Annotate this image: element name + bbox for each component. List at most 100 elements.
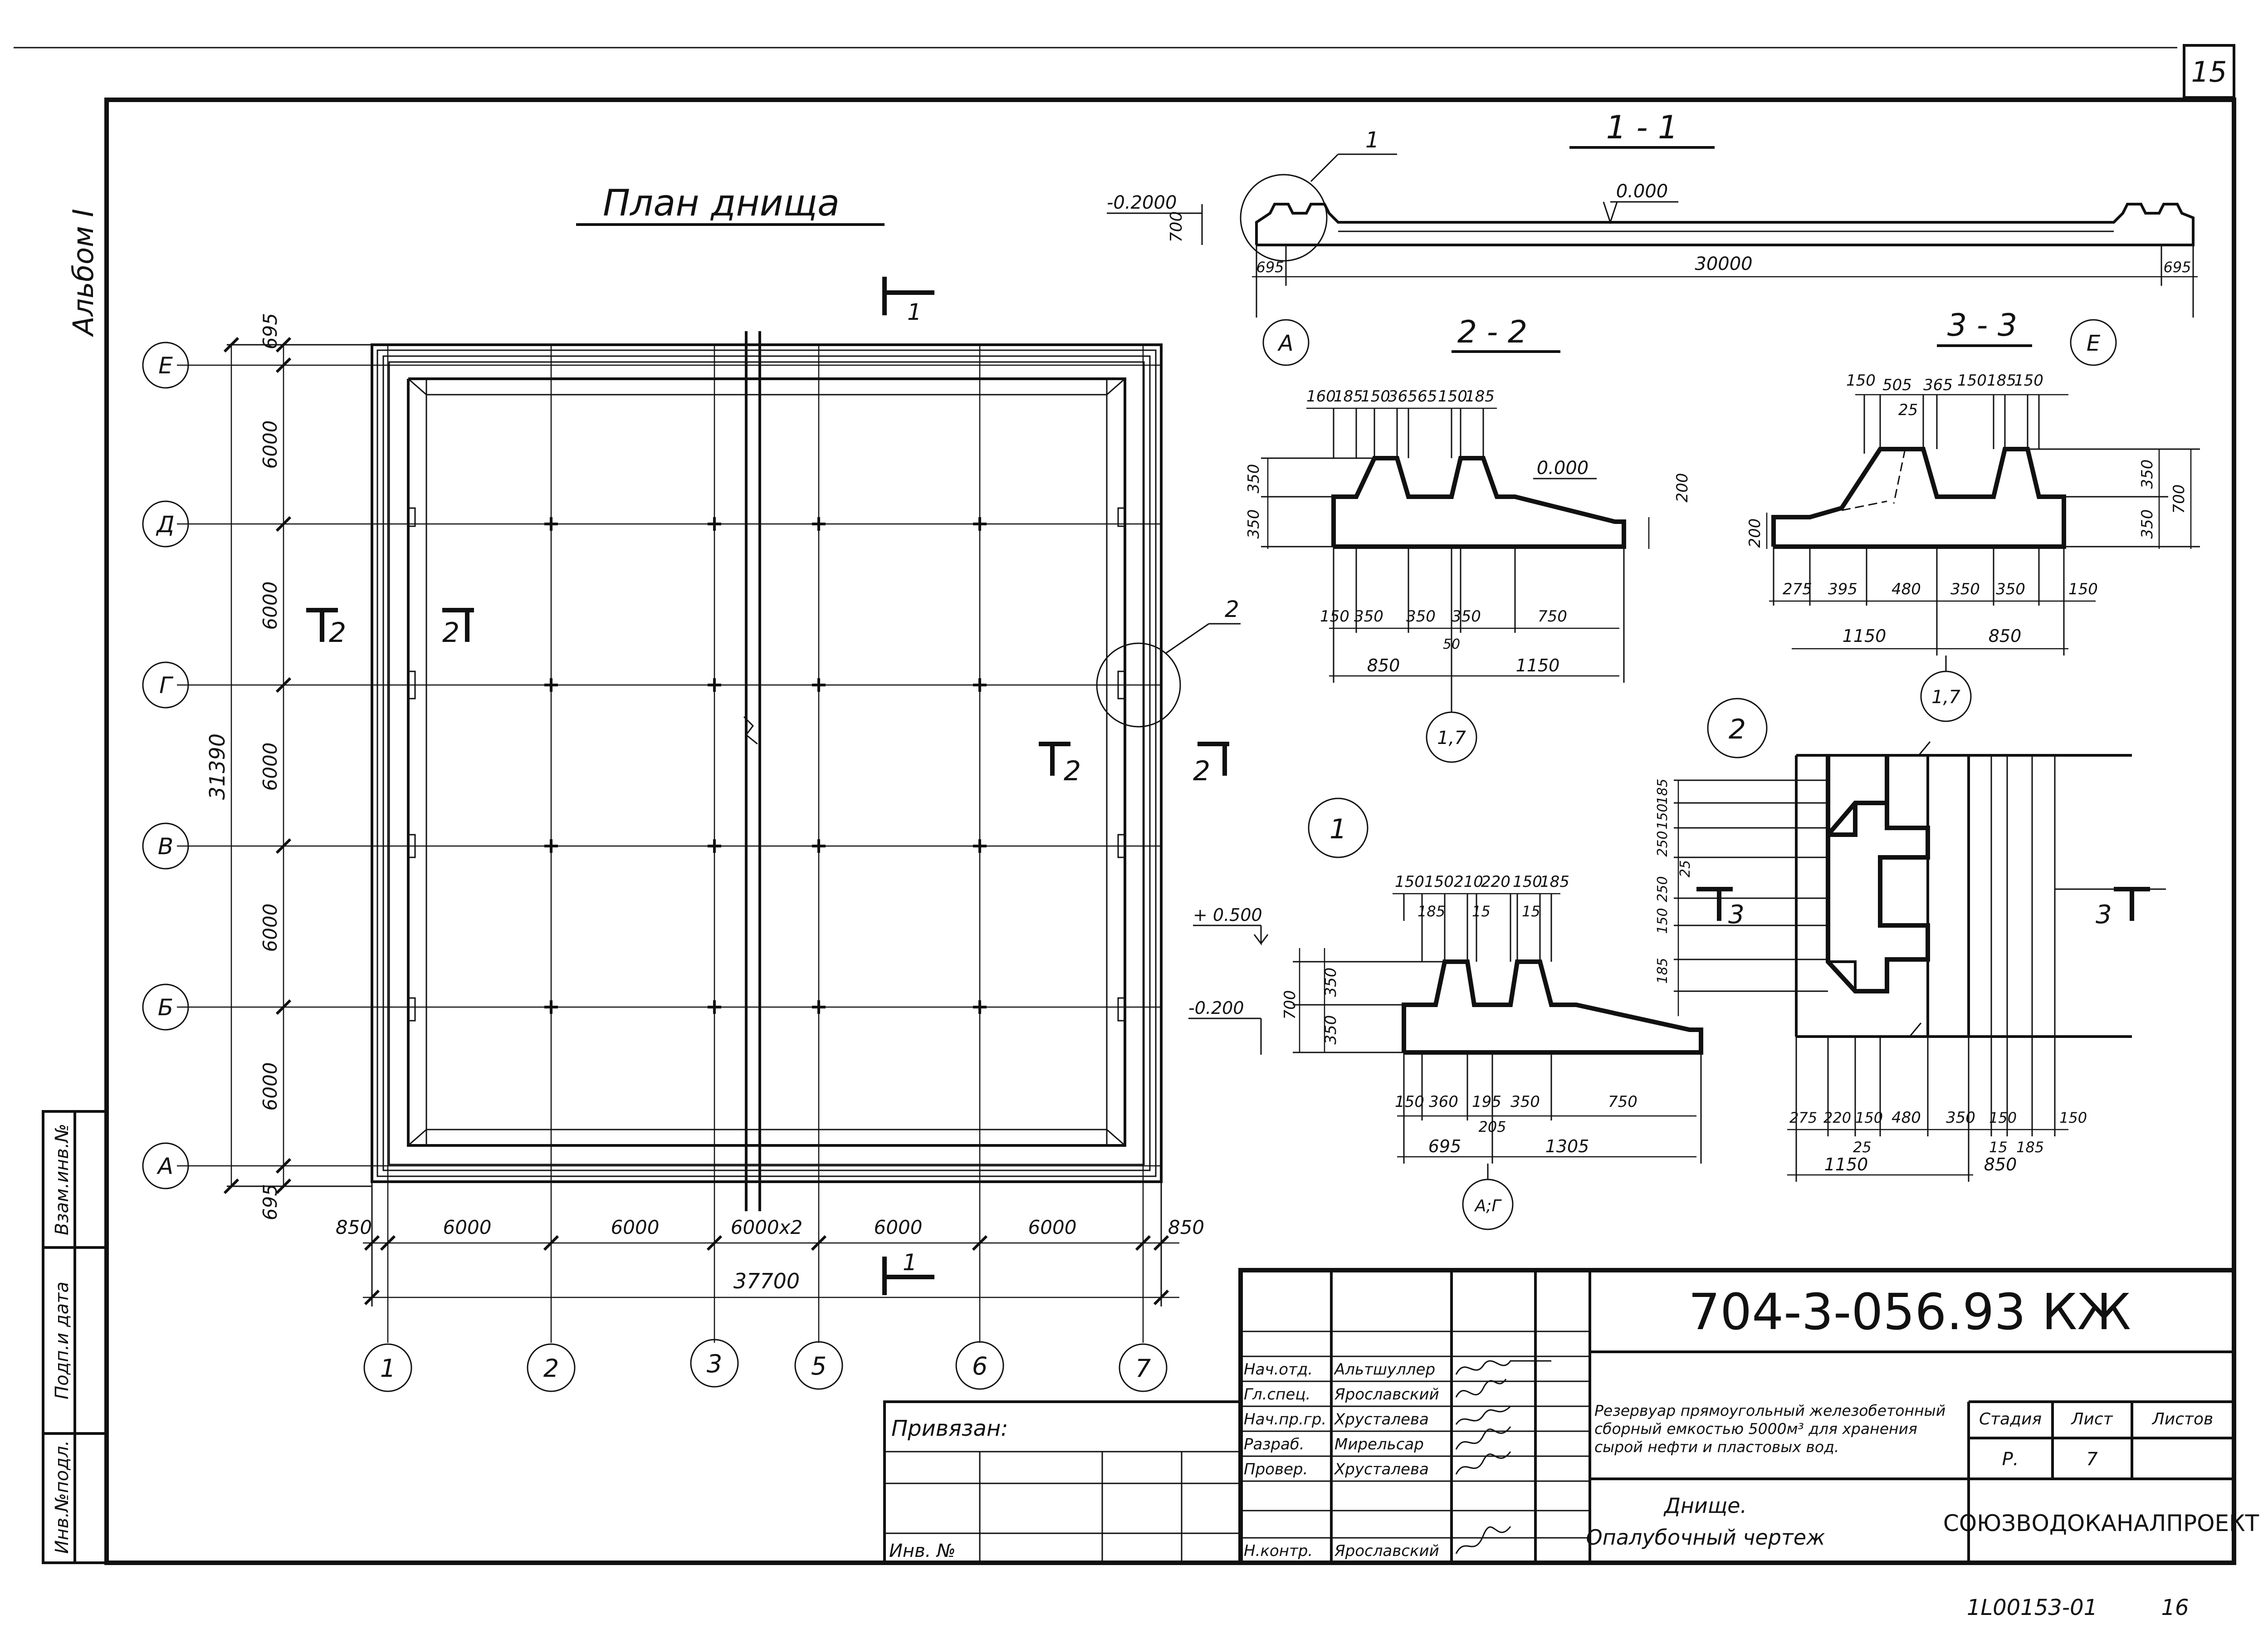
- sec33-left-dim: 200: [1746, 519, 1764, 548]
- sec11-axis-left: А: [1277, 331, 1294, 356]
- node1-total-1: 1305: [1545, 1136, 1589, 1156]
- album-label: Альбом I: [67, 209, 100, 338]
- sec22-bot-3: 350: [1452, 607, 1481, 626]
- node2-sub-1: 15: [1989, 1139, 2008, 1156]
- node2-detail: 2 185 150 250 25 250 150 185 3 3 275 220…: [1655, 698, 2166, 1182]
- node1-v-1: 350: [1322, 1015, 1340, 1045]
- node2-cut-left: 3: [1728, 900, 1745, 930]
- tb-signatures: [1455, 1360, 1551, 1554]
- axis-row-b: Б: [158, 994, 173, 1021]
- sec33-bot-2: 480: [1892, 580, 1921, 598]
- sec33-dim-25: 25: [1898, 401, 1918, 419]
- sec22-bot-4: 750: [1538, 607, 1567, 626]
- side-label-vzam: Взам.инв.№: [52, 1124, 73, 1235]
- sec33-bot-5: 150: [2068, 580, 2098, 598]
- sec11-axis-right: Е: [2087, 331, 2101, 356]
- node2-bot-1: 220: [1823, 1109, 1851, 1126]
- row-axis-bubbles: Е Д Г В Б А: [142, 342, 189, 1189]
- node1-top-5: 185: [1540, 873, 1569, 891]
- sec22-top-5: 150: [1438, 387, 1467, 406]
- tb-name-2: Хрусталева: [1334, 1410, 1429, 1429]
- sec22-bot-1: 350: [1354, 607, 1383, 626]
- node1-inner-1: 15: [1472, 903, 1491, 920]
- row-dim-2: 6000: [259, 582, 281, 630]
- node1-level-bottom: -0.200: [1188, 998, 1244, 1018]
- axis-row-e: Е: [158, 352, 173, 379]
- page-number-box: [2183, 44, 2235, 99]
- node1-axis: А;Г: [1474, 1197, 1502, 1215]
- tb-sheet-h: Лист: [2070, 1410, 2113, 1429]
- axis-row-d: Д: [156, 511, 174, 538]
- sec22-top-6: 185: [1465, 387, 1495, 406]
- node2-left-0: 185: [1655, 778, 1671, 804]
- sec11-level-left: -0.2000: [1107, 192, 1177, 213]
- sec33-profile: 150 505 365 150 185 150 25 200 350 350 7…: [1746, 372, 2200, 722]
- axis-row-v: В: [158, 833, 173, 860]
- node1-detail: 1 150 150 210 220 150 185 185 15 15 + 0.…: [1188, 797, 1703, 1230]
- sec33-bot-4: 350: [1996, 580, 2025, 598]
- tb-role-2: Нач.пр.гр.: [1244, 1410, 1326, 1429]
- plan-section-marks: 1 1 2 2 2 2 2: [306, 277, 1241, 1295]
- side-label-inv: Инв.№подл.: [52, 1440, 73, 1554]
- tb-role-0: Нач.отд.: [1244, 1360, 1313, 1379]
- tb-role-5: Н.контр.: [1244, 1542, 1313, 1560]
- row-dim-5: 6000: [259, 1062, 281, 1111]
- sec22-top-4: 65: [1418, 387, 1437, 406]
- node1-v-2: 700: [1281, 990, 1299, 1020]
- footer-code: 1L00153-01: [1967, 1595, 2097, 1620]
- plan-outline: [371, 343, 1163, 1183]
- node2-left-1: 150: [1655, 803, 1671, 829]
- sec33-bot-1: 395: [1828, 580, 1857, 598]
- node2-bot-5: 150: [1989, 1109, 2017, 1126]
- tb-name-0: Альтшуллер: [1334, 1360, 1435, 1379]
- tb-role-1: Гл.спец.: [1244, 1385, 1310, 1404]
- node2-total-0: 1150: [1824, 1155, 1868, 1174]
- node1-top-1: 150: [1424, 873, 1454, 891]
- tb-name-1: Ярославский: [1334, 1385, 1439, 1404]
- tb-role-3: Разраб.: [1244, 1435, 1305, 1453]
- axis-row-a: А: [156, 1153, 173, 1179]
- col-dim-5: 6000: [1028, 1216, 1077, 1238]
- node2-bot-4: 350: [1946, 1109, 1975, 1127]
- node2-total-1: 850: [1984, 1155, 2017, 1174]
- axis-col-6: 6: [972, 1352, 987, 1380]
- row-dim-3: 6000: [259, 743, 281, 791]
- col-dim-1: 6000: [443, 1216, 492, 1238]
- sec22-top-2: 150: [1361, 387, 1390, 406]
- col-dim-2: 6000: [611, 1216, 660, 1238]
- tb-sheets-h: Листов: [2151, 1410, 2213, 1429]
- axis-col-1: 1: [380, 1354, 396, 1383]
- node1-bot-2: 195: [1472, 1093, 1501, 1111]
- node-2-callout: 2: [1225, 596, 1239, 622]
- plan-intersection-marks: [544, 517, 987, 1014]
- sec22-top-1: 185: [1334, 387, 1363, 406]
- node2-cut-right: 3: [2096, 900, 2112, 930]
- cut-2-left-b: 2: [442, 617, 459, 649]
- node2-bot-2: 150: [1855, 1109, 1883, 1126]
- tb-org: СОЮЗВОДОКАНАЛПРОЕКТ: [1943, 1510, 2259, 1536]
- sec22-bot-0: 150: [1320, 607, 1349, 626]
- sec33-top-5: 150: [2014, 372, 2043, 390]
- page-number-top: 15: [2191, 55, 2227, 88]
- sec33-right-2: 700: [2170, 484, 2188, 514]
- col-dim-3: 6000x2: [731, 1216, 802, 1238]
- plan-break-line: [743, 331, 761, 1211]
- node1-bot-1: 360: [1429, 1093, 1458, 1111]
- sec22-dim-50: 50: [1443, 636, 1460, 652]
- col-axis-bubbles: 1 2 3 5 6 7: [363, 1339, 1168, 1392]
- tb-sheet-title-2: Опалубочный чертеж: [1586, 1525, 1825, 1550]
- node1-top-2: 210: [1454, 873, 1483, 891]
- sec11-dim-right: 695: [2163, 259, 2191, 276]
- cut-1-bottom: 1: [903, 1249, 917, 1276]
- plan-grid-axes: [177, 345, 1161, 1343]
- node2-bot-0: 275: [1789, 1109, 1817, 1126]
- sec22-profile: 160 185 150 365 65 150 185 0.000 350 350…: [1245, 387, 1691, 763]
- sec22-total-1: 1150: [1516, 656, 1560, 675]
- sec22-axis: 1,7: [1437, 728, 1466, 749]
- col-dim-0: 850: [336, 1216, 372, 1238]
- sec22-v-0: 350: [1245, 464, 1263, 494]
- tb-name-5: Ярославский: [1334, 1542, 1439, 1560]
- sec11-callout: 1: [1365, 127, 1379, 153]
- node2-bot-3: 480: [1892, 1109, 1921, 1127]
